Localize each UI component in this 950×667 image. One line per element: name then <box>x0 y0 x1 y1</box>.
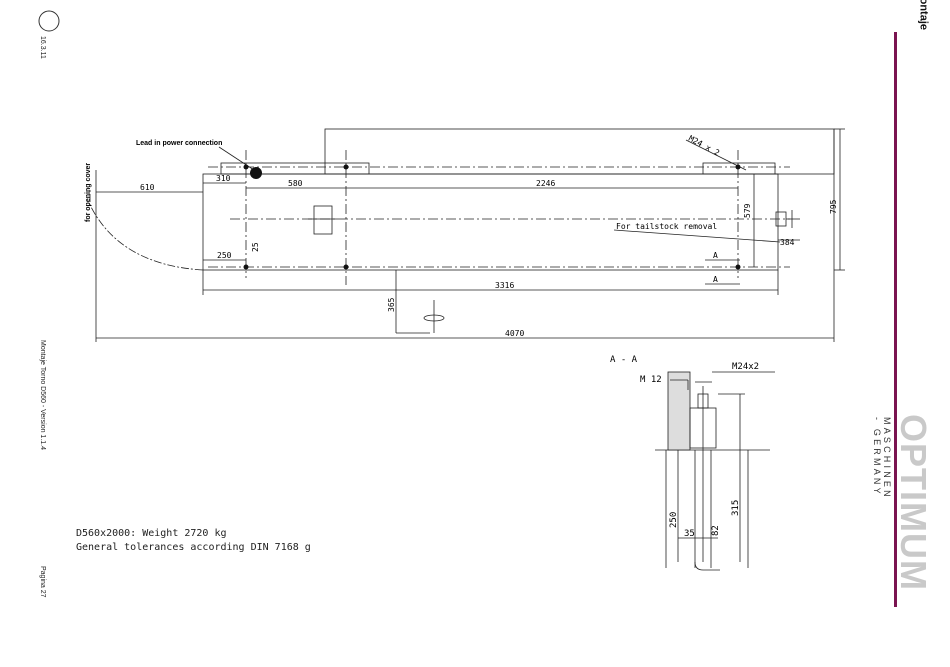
dim-2246: 2246 <box>536 179 555 188</box>
foot-pad-right <box>702 162 776 175</box>
bolt-callout-label: M24 x 2 <box>687 134 721 158</box>
detail-dim-35: 35 <box>684 529 695 539</box>
dim-795: 795 <box>829 199 838 214</box>
detail-m12: M 12 <box>640 375 662 385</box>
page-number: Pagina 27 <box>39 566 46 598</box>
dim-384: 384 <box>780 238 795 247</box>
dim-4070: 4070 <box>505 329 524 338</box>
opening-cover-label: for opening cover <box>85 163 92 222</box>
chuck-symbol <box>313 205 333 235</box>
section-title: Montaje <box>918 0 930 30</box>
weight-note: D560x2000: Weight 2720 kg <box>76 528 227 539</box>
foot-pad-left <box>220 162 370 175</box>
dim-310: 310 <box>216 174 231 183</box>
dim-25: 25 <box>251 242 260 252</box>
detail-m24: M24x2 <box>732 362 759 372</box>
accent-bar <box>894 32 897 607</box>
tolerance-note: General tolerances according DIN 7168 g <box>76 542 311 553</box>
section-mark-bottom: A <box>713 275 718 284</box>
brand-logo: OPTIMUM <box>893 414 934 591</box>
dim-580: 580 <box>288 179 303 188</box>
foundation-plan-drawing: Lead in power connection for opening cov… <box>85 128 845 342</box>
base-outline <box>202 173 779 271</box>
detail-dim-315: 315 <box>731 500 741 516</box>
dim-610: 610 <box>140 183 155 192</box>
brand-subtitle: MASCHINEN - GERMANY <box>872 417 892 500</box>
section-mark-top: A <box>713 251 718 260</box>
dim-3316: 3316 <box>495 281 514 290</box>
detail-title: A - A <box>610 355 638 365</box>
page-marker-circle <box>38 10 60 32</box>
dim-250: 250 <box>217 251 232 260</box>
dim-579: 579 <box>743 203 752 218</box>
detail-dim-82: 82 <box>711 525 721 536</box>
dim-365: 365 <box>387 297 396 312</box>
tailstock-label: For tailstock removal <box>616 222 717 231</box>
lead-in-label: Lead in power connection <box>136 140 222 147</box>
power-connection-point <box>250 167 262 179</box>
section-detail-drawing: A - A M 12 M24x2 250 315 35 82 <box>610 355 775 571</box>
detail-dim-250: 250 <box>669 512 679 528</box>
opening-cover-arc <box>89 188 204 271</box>
